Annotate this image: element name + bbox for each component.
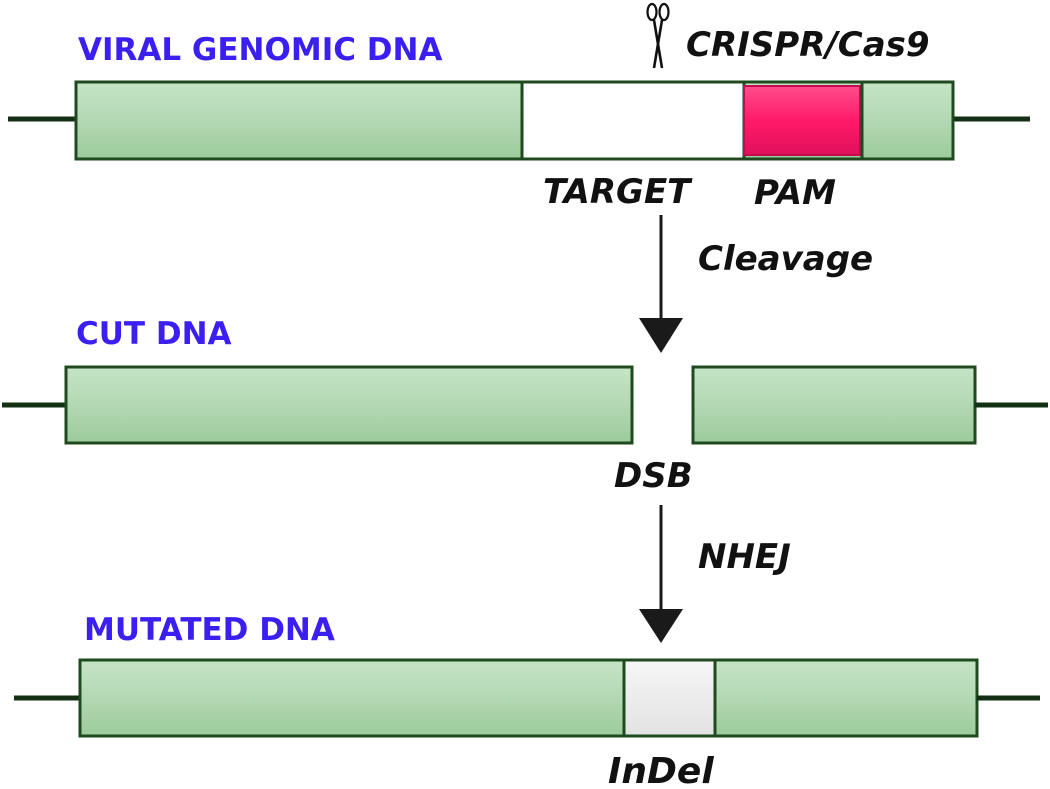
pam-label: PAM — [754, 173, 836, 213]
nhej-arrowhead — [639, 609, 683, 643]
viral-dna-title: VIRAL GENOMIC DNA — [78, 32, 442, 68]
target-label: TARGET — [543, 172, 693, 212]
pam-region — [743, 85, 861, 156]
indel-label: InDel — [608, 751, 714, 789]
dsb-label: DSB — [614, 456, 693, 496]
target-region — [520, 80, 746, 161]
cut-dna-right-fragment — [691, 365, 977, 445]
crispr-cas9-label: CRISPR/Cas9 — [686, 25, 930, 65]
cleavage-label: Cleavage — [698, 239, 873, 279]
scissors-icon — [646, 2, 670, 69]
nhej-label: NHEJ — [698, 537, 791, 577]
cut-dna-left-fragment — [64, 365, 634, 445]
indel-region — [622, 658, 717, 738]
cleavage-arrowhead — [639, 318, 683, 353]
mutated-dna-title: MUTATED DNA — [84, 612, 335, 648]
cut-dna-title: CUT DNA — [76, 316, 232, 352]
mutated-dna-strand — [78, 658, 979, 738]
